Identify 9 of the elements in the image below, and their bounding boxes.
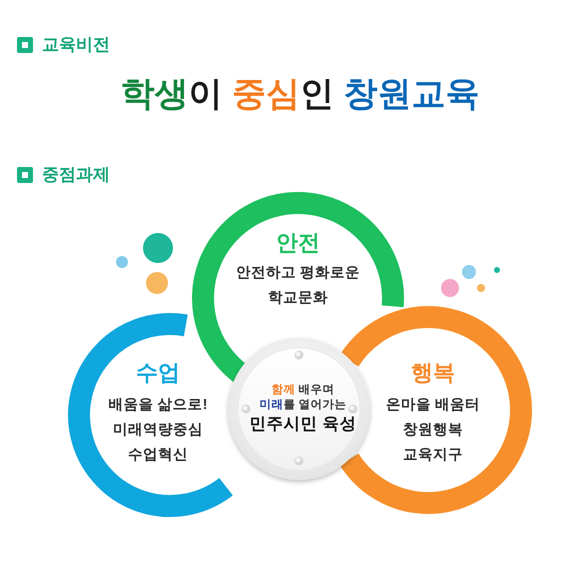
section-heading: 교육비전 bbox=[42, 35, 110, 55]
ring-heading: 수업 bbox=[136, 359, 180, 386]
ring-heading: 안전 bbox=[276, 229, 320, 256]
ring-heading: 행복 bbox=[411, 359, 455, 386]
section-heading: 중점과제 bbox=[42, 165, 110, 185]
ring-description: 안전하고 평화로운 학교문화 bbox=[236, 264, 360, 308]
ring-description: 온마을 배움터 창원행복 교육지구 bbox=[386, 396, 480, 465]
ring-description: 배움을 삶으로! 미래역량중심 수업혁신 bbox=[108, 396, 208, 465]
slogan-heading: 학생이 중심인 창원교육 bbox=[120, 74, 480, 114]
